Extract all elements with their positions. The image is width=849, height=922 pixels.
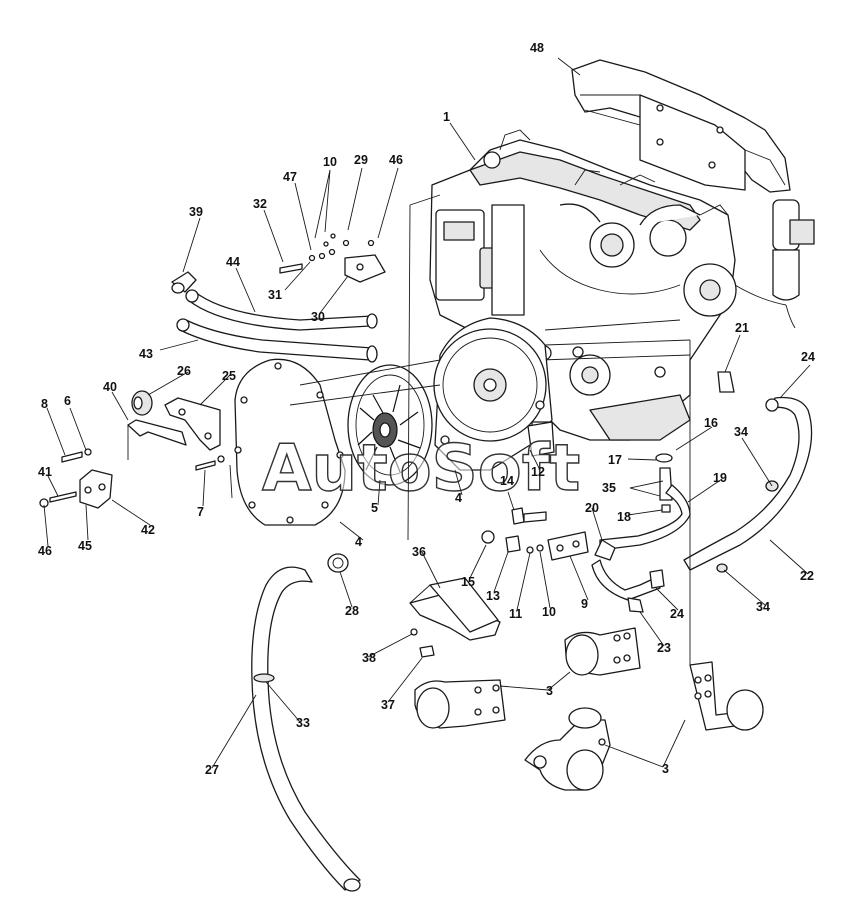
- callout-18: 18: [617, 510, 631, 524]
- callout-46-left: 46: [38, 544, 52, 558]
- callout-48: 48: [530, 41, 544, 55]
- rubber-bush-26: [131, 390, 153, 416]
- callout-24: 24: [801, 350, 815, 364]
- callout-7: 7: [197, 505, 204, 519]
- bracket-40: [127, 419, 187, 460]
- fitting-14: [511, 421, 555, 525]
- callout-11: 11: [509, 607, 522, 621]
- bellhousing-cover: [234, 358, 346, 526]
- callout-17: 17: [608, 453, 622, 467]
- callout-44: 44: [226, 255, 240, 269]
- fuel-filter: [734, 199, 815, 329]
- watermark-text: AutoSoft: [262, 432, 580, 506]
- callout-22: 22: [800, 569, 814, 583]
- callout-10: 10: [323, 155, 337, 169]
- fitting-24-lower: [649, 569, 665, 589]
- bolt-41: [39, 491, 77, 508]
- callout-32: 32: [253, 197, 267, 211]
- callout-26: 26: [177, 364, 191, 378]
- callout-4: 4: [455, 491, 462, 505]
- engine-mount-3-upper-right: [564, 627, 641, 676]
- callout-43: 43: [139, 347, 153, 361]
- callout-21: 21: [735, 321, 749, 335]
- hose-27: [251, 566, 361, 892]
- engine-mount-3-lower: [524, 707, 611, 791]
- callout-24-lower: 24: [670, 607, 684, 621]
- elbow-fitting-39: [171, 271, 197, 294]
- mount-bracket-25: [164, 397, 221, 451]
- callout-13: 13: [486, 589, 500, 603]
- callout-19: 19: [713, 471, 727, 485]
- callout-45: 45: [78, 539, 92, 553]
- callout-34: 34: [734, 425, 748, 439]
- callout-15: 15: [461, 575, 475, 589]
- hose-43: [176, 318, 378, 363]
- callout-labels: 48 1 10 29 46 47 32 39 44 31 30 43 21 24…: [38, 41, 815, 777]
- fuel-line-19: [594, 484, 691, 561]
- bracket-30: [344, 254, 386, 283]
- bolt-37: [410, 628, 435, 658]
- callout-41: 41: [38, 465, 52, 479]
- callout-5: 5: [371, 501, 378, 515]
- callout-6: 6: [64, 394, 71, 408]
- callout-9: 9: [581, 597, 588, 611]
- callout-35: 35: [602, 481, 616, 495]
- callout-34-lower: 34: [756, 600, 770, 614]
- hardware-31: [308, 233, 375, 262]
- fuel-fitting-16: [655, 453, 673, 513]
- bolt-8: [61, 448, 92, 463]
- callout-8: 8: [41, 397, 48, 411]
- callout-47: 47: [283, 170, 297, 184]
- flywheel-housing: [433, 317, 553, 471]
- callout-31: 31: [268, 288, 282, 302]
- air-intake-duct: [571, 59, 791, 193]
- clamp-block-42: [79, 469, 113, 509]
- callout-42: 42: [141, 523, 155, 537]
- callout-23: 23: [657, 641, 671, 655]
- callout-28: 28: [345, 604, 359, 618]
- flex-coupling: [347, 364, 433, 486]
- callout-27: 27: [205, 763, 219, 777]
- clamp-28: [327, 553, 349, 573]
- callout-46: 46: [389, 153, 403, 167]
- callout-1: 1: [443, 110, 450, 124]
- callout-39: 39: [189, 205, 203, 219]
- hose-44: [185, 289, 378, 331]
- callout-29: 29: [354, 153, 368, 167]
- bracket-36: [409, 577, 501, 641]
- callout-36: 36: [412, 545, 426, 559]
- callout-30: 30: [311, 310, 325, 324]
- callout-16: 16: [704, 416, 718, 430]
- callout-4-left: 4: [355, 535, 362, 549]
- callout-37: 37: [381, 698, 395, 712]
- callout-25: 25: [222, 369, 236, 383]
- callout-14: 14: [500, 474, 514, 488]
- callout-40: 40: [103, 380, 117, 394]
- callout-38: 38: [362, 651, 376, 665]
- leader-lines: [43, 57, 811, 769]
- callout-33: 33: [296, 716, 310, 730]
- callout-20: 20: [585, 501, 599, 515]
- engine-mount-3-right: [689, 661, 764, 731]
- bracket-9: [547, 531, 589, 561]
- engine-mount-3-center: [414, 679, 506, 729]
- fitting-21: [717, 371, 735, 393]
- fuel-line-23: [591, 559, 661, 613]
- callout-3-lower: 3: [662, 762, 669, 776]
- callout-10-lower: 10: [542, 605, 556, 619]
- callout-12: 12: [531, 465, 545, 479]
- bolt-32: [279, 263, 303, 274]
- callout-3-center: 3: [546, 684, 553, 698]
- bolt-7: [195, 455, 225, 471]
- fitting-15-13: [481, 530, 544, 554]
